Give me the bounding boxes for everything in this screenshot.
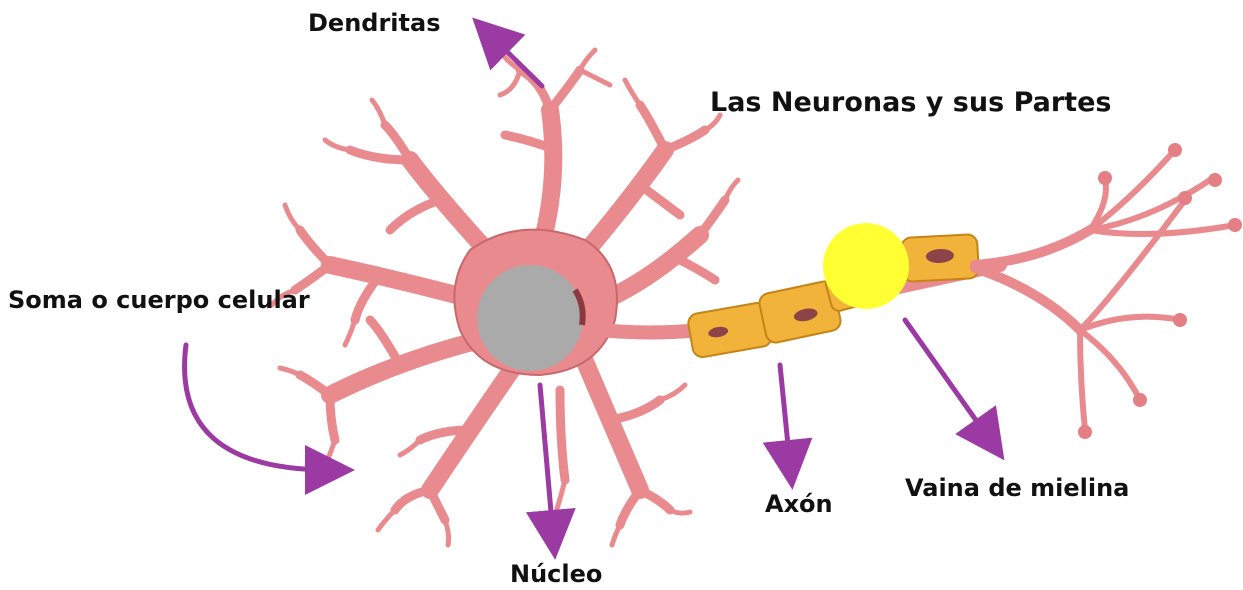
- axon-label: Axón: [765, 492, 833, 516]
- soma-arrow: [185, 345, 330, 470]
- terminal-buttons: [1078, 143, 1242, 439]
- myelin-label: Vaina de mielina: [905, 476, 1129, 500]
- nucleus: [477, 265, 583, 371]
- diagram-title: Las Neuronas y sus Partes: [710, 89, 1111, 116]
- myelin-arrow: [905, 320, 990, 440]
- highlight-circle: [823, 223, 909, 309]
- dendrites-label: Dendritas: [308, 11, 440, 35]
- soma-label: Soma o cuerpo celular: [8, 288, 310, 312]
- nucleus-arrow: [540, 385, 553, 535]
- axon-arrow: [780, 365, 790, 465]
- nucleus-label: Núcleo: [510, 562, 602, 586]
- axon-terminals: [975, 150, 1235, 430]
